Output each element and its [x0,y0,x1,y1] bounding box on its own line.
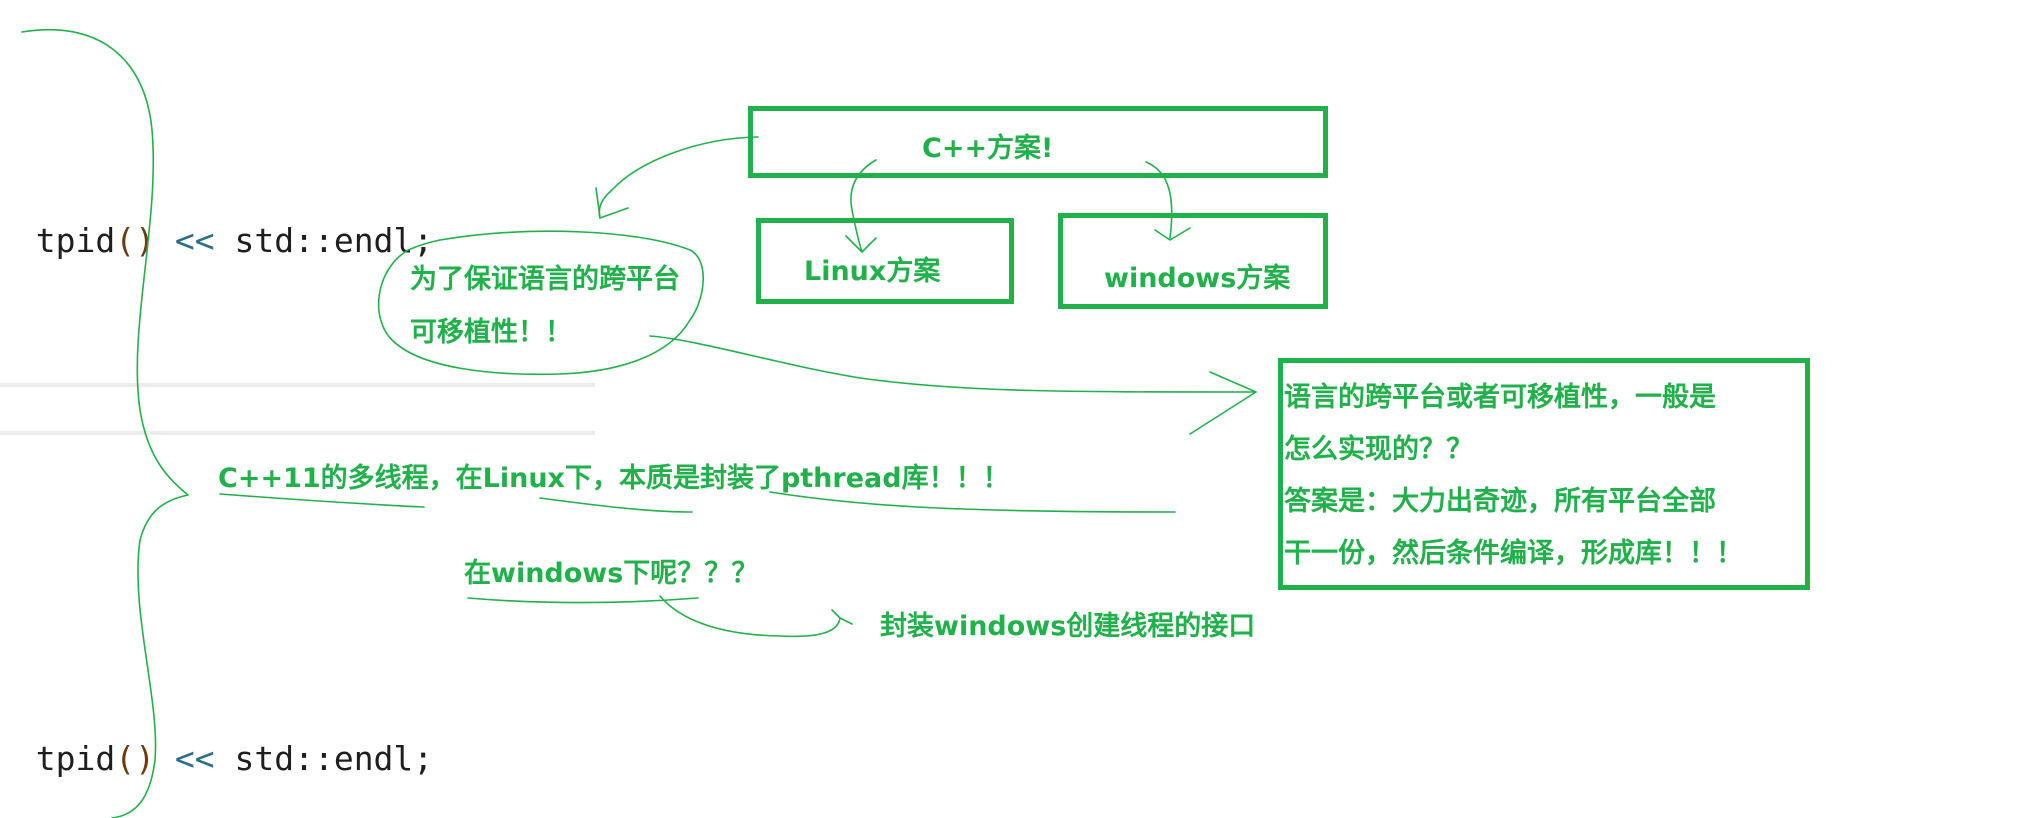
underline-cpp11-a [219,493,425,508]
info-line-1: 语言的跨平台或者可移植性，一般是 [1284,382,1716,413]
editor-separator-bottom [0,431,595,435]
underline-cpp11-b [539,497,693,513]
arrowhead-info [1189,371,1257,435]
code-operator: << [174,221,215,260]
info-box-text: 语言的跨平台或者可移植性，一般是 怎么实现的？？ 答案是：大力出奇迹，所有平台全… [1284,372,1743,580]
linux-solution-label: Linux方案 [804,256,941,287]
portability-note-line-2: 可移植性！！ [410,317,572,348]
arrowhead-cpp-note [595,187,629,219]
info-line-4: 干一份，然后条件编译，形成库！！！ [1284,538,1743,569]
editor-separator-top [0,383,595,387]
code-parens: () [115,739,155,778]
info-line-2: 怎么实现的？？ [1284,434,1473,465]
code-operator: << [174,739,215,778]
code-endl: std::endl; [234,739,434,778]
windows-solution-label: windows方案 [1104,263,1291,294]
info-line-3: 答案是：大力出奇迹，所有平台全部 [1284,486,1716,517]
code-parens: () [115,221,155,260]
portability-note-line-1: 为了保证语言的跨平台 [410,264,680,295]
code-endl: std::endl; [234,221,434,260]
underline-cpp11-c [769,491,1176,513]
arrow-note-to-info [649,335,1257,393]
info-box [1278,358,1810,590]
windows-answer: 封装windows创建线程的接口 [880,611,1256,642]
cpp11-note: C++11的多线程，在Linux下，本质是封装了pthread库！！！ [218,463,1010,494]
code-identifier: tpid [35,221,116,260]
cpp-solution-box [748,106,1328,178]
arrowhead-answer [831,609,853,625]
arrow-question-to-answer [659,595,841,638]
code-line-2: tpid() << std::endl; [0,700,433,778]
cpp-solution-label: C++方案! [922,133,1054,164]
code-identifier: tpid [35,739,116,778]
linux-solution-box [756,218,1014,304]
windows-question: 在windows下呢？？？ [464,558,759,589]
code-line-1: tpid() << std::endl; [0,182,433,260]
windows-solution-box [1058,213,1328,309]
underline-windows-q [467,597,699,604]
arrow-cpp-to-note [598,136,759,219]
